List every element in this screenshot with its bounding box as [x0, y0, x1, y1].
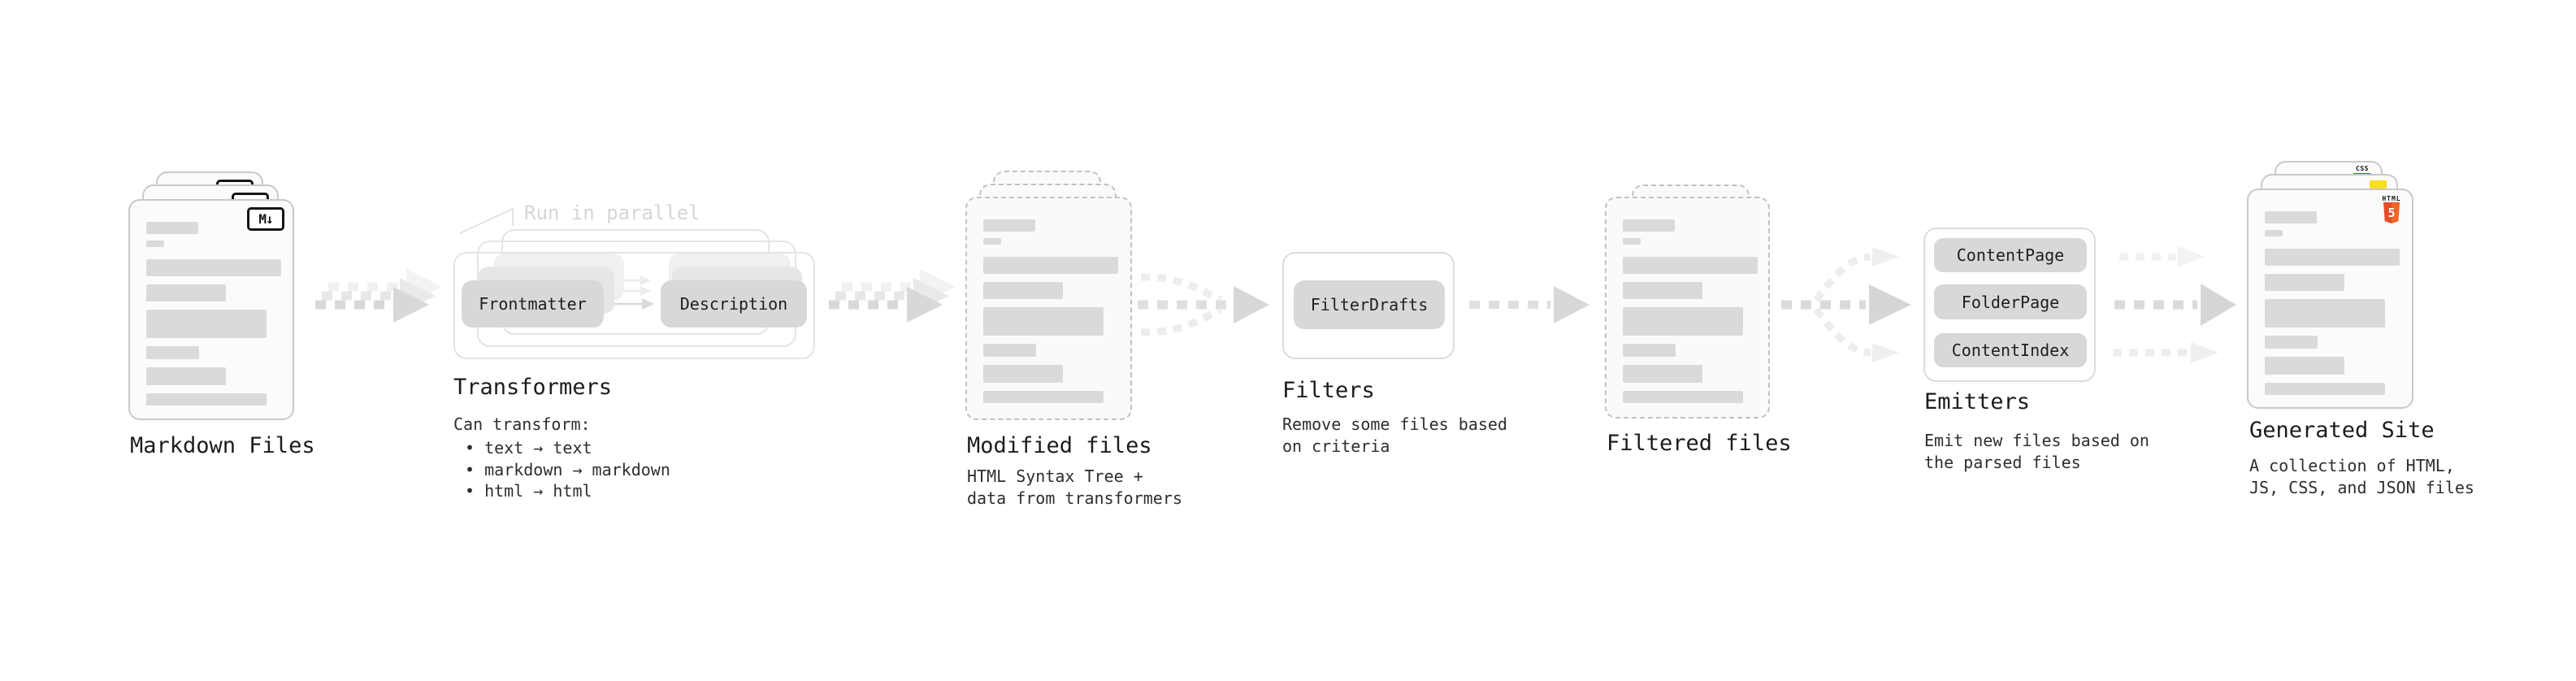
filtered-file-card-front [1605, 197, 1770, 419]
javascript-icon [2370, 180, 2387, 189]
document-text-placeholder [983, 219, 1121, 410]
folderpage-pill: FolderPage [1934, 284, 2087, 319]
text-line-placeholder [983, 307, 1104, 336]
text-line-placeholder [2265, 230, 2283, 236]
run-in-parallel-note: Run in parallel [524, 202, 700, 224]
description-pill: Description [661, 280, 807, 327]
filterdrafts-pill: FilterDrafts [1294, 280, 1445, 329]
bullet-item: • text → text [465, 438, 592, 458]
html5-icon: HTML 5 [2382, 195, 2401, 227]
text-line-placeholder [1623, 307, 1743, 336]
modified-files-description: HTML Syntax Tree + data from transformer… [967, 466, 1182, 508]
text-line-placeholder [983, 391, 1104, 403]
css-icon-label: CSS [2356, 165, 2369, 172]
emitters-description: Emit new files based on the parsed files [1924, 431, 2149, 472]
run-in-parallel-leader-line [459, 207, 514, 234]
text-line-placeholder [146, 310, 267, 338]
filters-title: Filters [1282, 378, 1375, 403]
html5-icon-word: HTML [2382, 195, 2401, 202]
text-line-placeholder [2265, 357, 2344, 375]
markdown-files-label: Markdown Files [130, 433, 315, 458]
contentindex-pill: ContentIndex [1934, 333, 2087, 367]
markdown-files-stack: M↓ M↓ M↓ [128, 171, 327, 423]
svg-text:5: 5 [2387, 206, 2395, 220]
frontmatter-pill: Frontmatter [462, 280, 604, 327]
filters-box [1282, 252, 1455, 359]
text-line-placeholder [2265, 336, 2318, 349]
filtered-files-stack [1605, 184, 1796, 424]
document-text-placeholder [146, 222, 283, 410]
emitters-title: Emitters [1924, 389, 2031, 414]
arrow-markdown-to-transformers [315, 269, 442, 323]
html5-icon-shield: 5 [2383, 202, 2400, 223]
filtered-files-label: Filtered files [1607, 431, 1792, 456]
text-line-placeholder [1623, 365, 1702, 383]
generated-site-stack: CSS HTML 5 [2247, 161, 2446, 413]
filters-description: Remove some files based on criteria [1282, 414, 1507, 456]
text-line-placeholder [2265, 211, 2317, 223]
text-line-placeholder [146, 284, 226, 301]
transformers-heading: Can transform: [453, 414, 591, 434]
arrow-emitters-to-site [2113, 246, 2236, 363]
text-line-placeholder [1623, 257, 1758, 274]
modified-files-stack [965, 171, 1164, 423]
generated-site-description: A collection of HTML, JS, CSS, and JSON … [2249, 456, 2474, 497]
text-line-placeholder [1623, 219, 1675, 232]
emitters-box [1923, 228, 2096, 382]
document-text-placeholder [2265, 211, 2402, 399]
markdown-file-card-front: M↓ [128, 199, 294, 420]
text-line-placeholder [983, 257, 1118, 274]
modified-files-label: Modified files [967, 433, 1152, 458]
transformers-bullets: • text → text • markdown → markdown • ht… [465, 437, 670, 502]
text-line-placeholder [983, 365, 1063, 383]
text-line-placeholder [983, 282, 1063, 299]
text-line-placeholder [1623, 344, 1676, 357]
text-line-placeholder [146, 259, 281, 276]
transformer-box-front [453, 252, 815, 359]
text-line-placeholder [2265, 274, 2344, 291]
text-line-placeholder [1623, 238, 1641, 245]
text-line-placeholder [146, 222, 198, 234]
bullet-item: • markdown → markdown [465, 459, 670, 479]
text-line-placeholder [146, 367, 226, 385]
text-line-placeholder [146, 241, 164, 247]
generated-site-label: Generated Site [2249, 418, 2435, 443]
contentpage-pill: ContentPage [1934, 238, 2087, 272]
modified-file-card-front [965, 197, 1132, 420]
html-file-card: HTML 5 [2247, 189, 2413, 409]
text-line-placeholder [983, 238, 1001, 245]
text-line-placeholder [983, 344, 1036, 357]
text-line-placeholder [983, 219, 1035, 232]
text-line-placeholder [146, 346, 199, 359]
markdown-icon: M↓ [247, 207, 284, 231]
text-line-placeholder [2265, 299, 2385, 327]
document-text-placeholder [1623, 219, 1759, 409]
text-line-placeholder [2265, 249, 2400, 266]
text-line-placeholder [1623, 391, 1743, 403]
bullet-item: • html → html [465, 481, 592, 501]
transformers-title: Transformers [453, 375, 613, 400]
text-line-placeholder [1623, 282, 1702, 299]
arrow-filtered-to-emitters [1781, 247, 1911, 362]
arrow-transformers-to-modified [829, 269, 956, 323]
text-line-placeholder [2265, 383, 2385, 395]
arrow-filters-to-filtered [1469, 286, 1589, 323]
text-line-placeholder [146, 393, 267, 406]
